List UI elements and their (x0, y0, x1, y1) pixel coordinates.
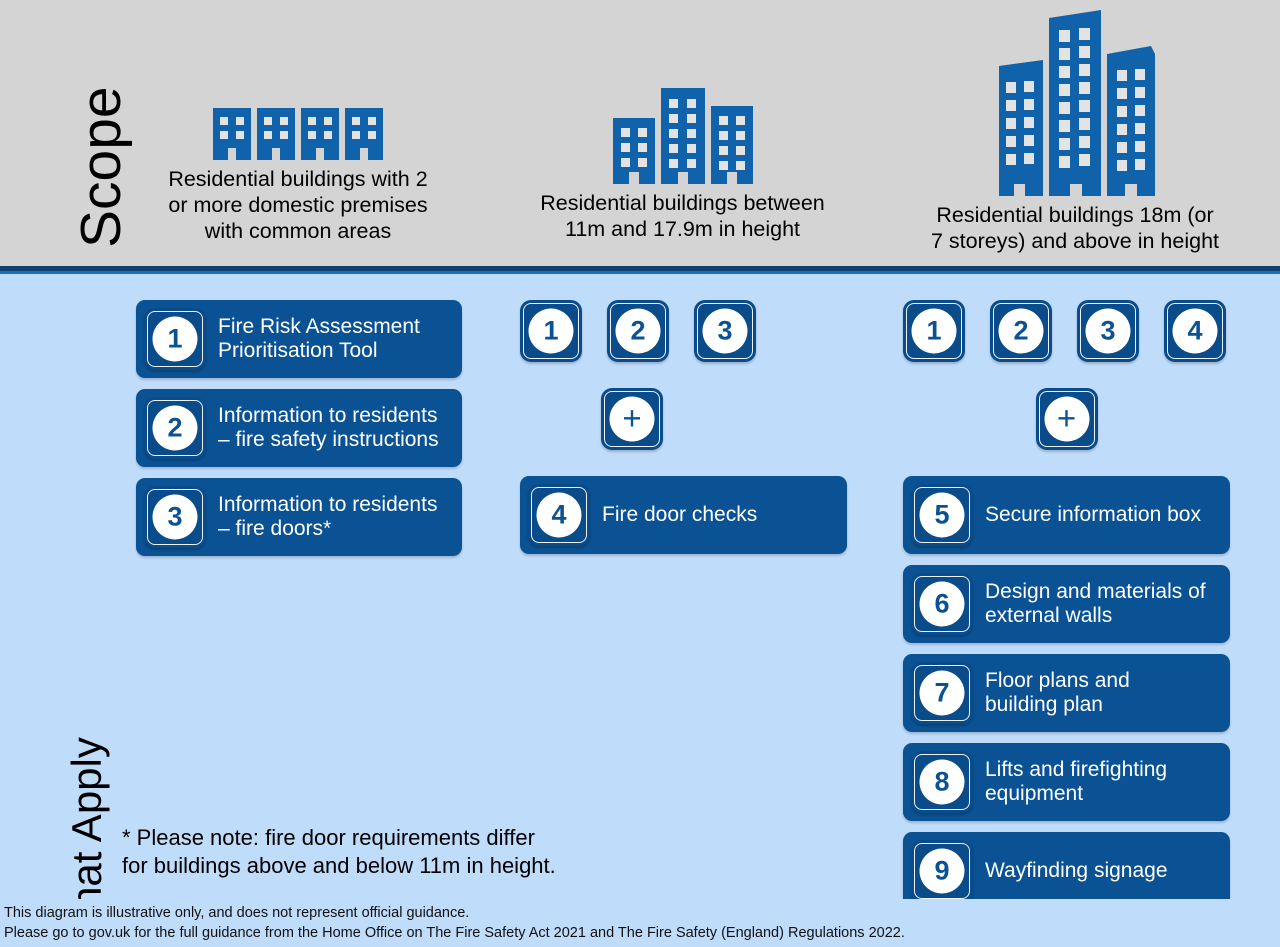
provision-card-3[interactable]: 3 Information to residents – fire doors* (136, 478, 462, 556)
inherited-badge-number-hr-2: 2 (998, 308, 1044, 354)
inherited-badges-mid-rise: 1 2 3 (520, 300, 847, 362)
provision-card-4[interactable]: 4 Fire door checks (520, 476, 847, 554)
plus-glyph-high-rise: + (1056, 399, 1077, 437)
section-divider-dark (0, 266, 1280, 271)
provision-number-badge-3: 3 (144, 486, 206, 548)
low-rise-buildings-icon (108, 108, 488, 160)
inherited-badge-number-hr-1: 1 (911, 308, 957, 354)
provision-card-9[interactable]: 9 Wayfinding signage (903, 832, 1230, 910)
provision-card-6[interactable]: 6 Design and materials of external walls (903, 565, 1230, 643)
provision-label-6: Design and materials of external walls (985, 579, 1206, 628)
provision-label-7: Floor plans and building plan (985, 668, 1130, 717)
plus-icon-high-rise: + (1044, 396, 1089, 442)
disclaimer-line-1: This diagram is illustrative only, and d… (4, 905, 470, 921)
provision-number-badge-7: 7 (911, 662, 973, 724)
provision-card-8[interactable]: 8 Lifts and firefighting equipment (903, 743, 1230, 821)
provision-label-4: Fire door checks (602, 502, 758, 526)
scope-caption-mid-rise: Residential buildings between 11m and 17… (540, 191, 825, 241)
scope-caption-high-rise: Residential buildings 18m (or 7 storeys)… (930, 203, 1220, 253)
scope-column-mid-rise: Residential buildings between 11m and 17… (490, 88, 875, 242)
fire-door-footnote: * Please note: fire door requirements di… (122, 825, 556, 878)
inherited-badge-2[interactable]: 2 (607, 300, 669, 362)
provision-number-badge-1: 1 (144, 308, 206, 370)
provision-label-8: Lifts and firefighting equipment (985, 757, 1168, 806)
provision-number-badge-8: 8 (911, 751, 973, 813)
provision-label-9: Wayfinding signage (985, 858, 1168, 882)
provision-card-7[interactable]: 7 Floor plans and building plan (903, 654, 1230, 732)
plus-icon-badge-mid-rise: + (601, 388, 663, 450)
provision-number-3: 3 (152, 494, 198, 540)
provision-number-9: 9 (919, 848, 965, 894)
provisions-column-mid-rise: 1 2 3 + 4 Fire door (520, 300, 847, 565)
inherited-badge-number-hr-3: 3 (1085, 308, 1131, 354)
inherited-badge-number-3: 3 (702, 308, 748, 354)
provision-number-4: 4 (536, 492, 582, 538)
inherited-badge-number-hr-4: 4 (1172, 308, 1218, 354)
provision-number-badge-6: 6 (911, 573, 973, 635)
plus-badge-wrapper-mid-rise: + (520, 388, 744, 450)
provision-number-badge-4: 4 (528, 484, 590, 546)
provision-label-2: Information to residents – fire safety i… (218, 403, 439, 452)
high-rise-buildings-icon (880, 10, 1270, 196)
provision-number-5: 5 (919, 492, 965, 538)
provision-number-6: 6 (919, 581, 965, 627)
inherited-badges-high-rise: 1 2 3 4 (903, 300, 1230, 362)
plus-glyph-mid-rise: + (622, 399, 642, 437)
provision-number-badge-2: 2 (144, 397, 206, 459)
provision-number-badge-9: 9 (911, 840, 973, 902)
provision-number-7: 7 (919, 670, 965, 716)
inherited-badge-number-2: 2 (615, 308, 661, 354)
provisions-section: Provisions that Apply 1 Fire Risk Assess… (0, 274, 1280, 947)
section-divider-light (0, 271, 1280, 274)
provision-card-1[interactable]: 1 Fire Risk Assessment Prioritisation To… (136, 300, 462, 378)
provision-number-2: 2 (152, 405, 198, 451)
scope-column-low-rise: Residential buildings with 2 or more dom… (108, 108, 488, 244)
plus-icon-mid-rise: + (609, 396, 655, 442)
provision-number-8: 8 (919, 759, 965, 805)
disclaimer-footer: This diagram is illustrative only, and d… (0, 899, 1280, 947)
inherited-badge-hr-4[interactable]: 4 (1164, 300, 1226, 362)
provision-card-5[interactable]: 5 Secure information box (903, 476, 1230, 554)
plus-badge-wrapper-high-rise: + (903, 388, 1230, 450)
provision-label-5: Secure information box (985, 502, 1201, 526)
disclaimer-line-2: Please go to gov.uk for the full guidanc… (4, 925, 905, 941)
inherited-badge-number-1: 1 (528, 308, 574, 354)
provisions-column-high-rise: 1 2 3 4 + (903, 300, 1230, 921)
mid-rise-buildings-icon (490, 88, 875, 184)
inherited-badge-hr-3[interactable]: 3 (1077, 300, 1139, 362)
plus-icon-badge-high-rise: + (1035, 388, 1098, 450)
inherited-badge-hr-2[interactable]: 2 (990, 300, 1052, 362)
inherited-badge-3[interactable]: 3 (694, 300, 756, 362)
inherited-badge-hr-1[interactable]: 1 (903, 300, 965, 362)
provision-card-2[interactable]: 2 Information to residents – fire safety… (136, 389, 462, 467)
provision-number-badge-5: 5 (911, 484, 973, 546)
scope-caption-low-rise: Residential buildings with 2 or more dom… (168, 167, 428, 243)
provisions-column-low-rise: 1 Fire Risk Assessment Prioritisation To… (136, 300, 462, 567)
inherited-badge-1[interactable]: 1 (520, 300, 582, 362)
provision-label-3: Information to residents – fire doors* (218, 492, 438, 541)
scope-column-high-rise: Residential buildings 18m (or 7 storeys)… (880, 10, 1270, 254)
scope-section: Scope (0, 0, 1280, 266)
provision-number-1: 1 (152, 316, 198, 362)
provision-label-1: Fire Risk Assessment Prioritisation Tool (218, 314, 420, 363)
